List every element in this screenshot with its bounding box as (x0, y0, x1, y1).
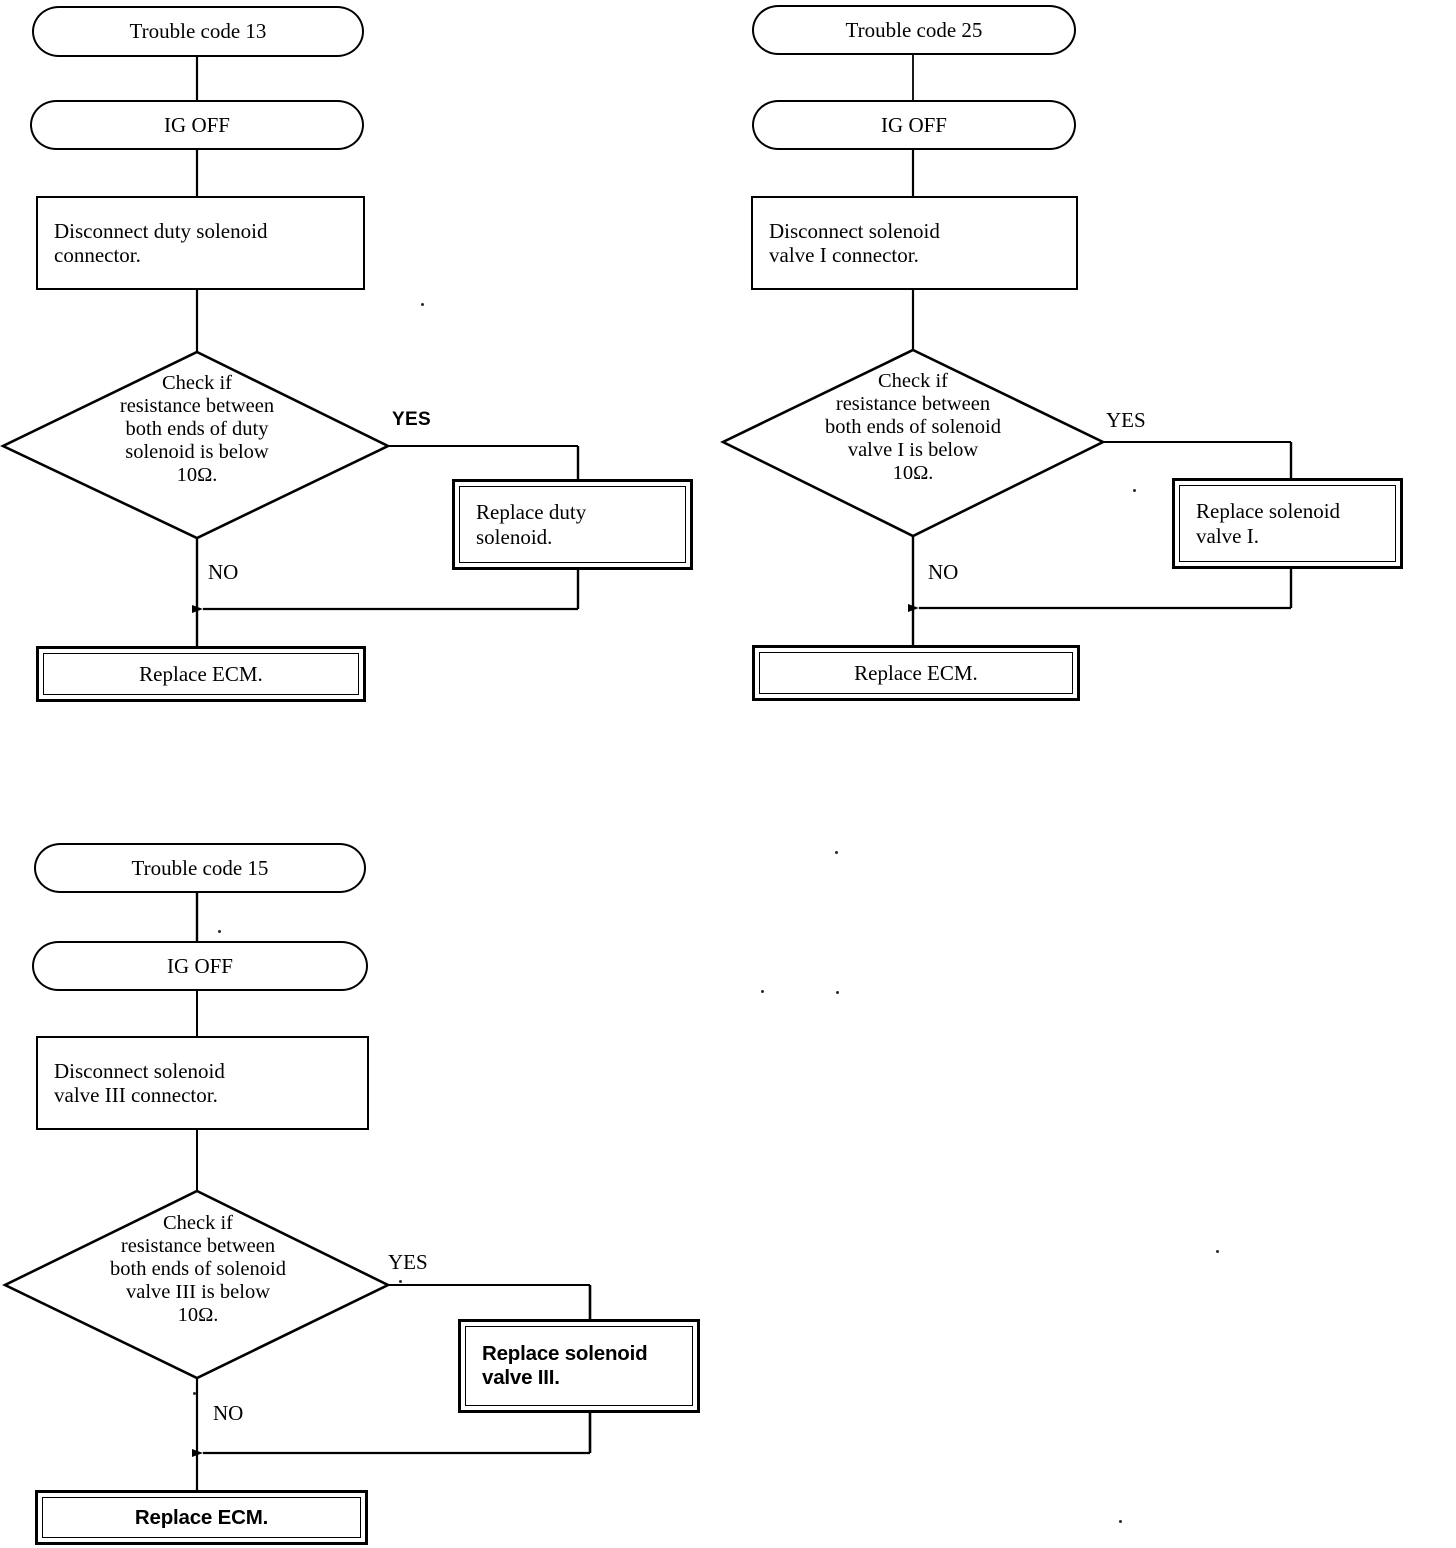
ig-off-node-1[interactable]: IG OFF (30, 100, 364, 150)
action-node-disconnect-duty-solenoid[interactable]: Disconnect duty solenoid connector. (36, 196, 365, 290)
result-node-replace-ecm-3[interactable]: Replace ECM. (35, 1490, 368, 1545)
result-node-replace-duty-solenoid[interactable]: Replace duty solenoid. (452, 479, 693, 570)
result-node-inner-frame: Replace ECM. (759, 652, 1073, 694)
scan-speck (836, 991, 839, 994)
ig-off-node-2[interactable]: IG OFF (752, 100, 1076, 150)
action-node-disconnect-solenoid-valve-3[interactable]: Disconnect solenoid valve III connector. (36, 1036, 369, 1130)
yes-branch-label-2: YES (1106, 408, 1146, 432)
scan-speck (218, 930, 221, 933)
no-branch-label-2: NO (928, 560, 959, 584)
result-node-replace-ecm-1[interactable]: Replace ECM. (36, 646, 366, 702)
scan-speck (399, 1280, 402, 1283)
result-node-label: Replace ECM. (134, 1505, 269, 1529)
result-node-replace-solenoid-valve-1[interactable]: Replace solenoid valve I. (1172, 478, 1403, 569)
start-node-trouble-code-13[interactable]: Trouble code 13 (32, 6, 364, 57)
yes-branch-label-3: YES (388, 1250, 428, 1274)
action-node-label: Disconnect duty solenoid connector. (54, 218, 268, 267)
scan-speck (1119, 1520, 1122, 1523)
yes-branch-label-1: YES (392, 409, 431, 430)
result-node-replace-solenoid-valve-3[interactable]: Replace solenoid valve III. (458, 1319, 700, 1413)
start-node-label: Trouble code 25 (845, 17, 983, 42)
start-node-trouble-code-15[interactable]: Trouble code 15 (34, 843, 366, 893)
ig-off-label: IG OFF (881, 112, 947, 137)
result-node-inner-frame: Replace solenoid valve III. (465, 1326, 693, 1406)
action-node-label: Disconnect solenoid valve I connector. (769, 218, 940, 267)
start-node-trouble-code-25[interactable]: Trouble code 25 (752, 5, 1076, 55)
result-node-inner-frame: Replace ECM. (42, 1497, 361, 1538)
result-node-inner-frame: Replace solenoid valve I. (1179, 485, 1396, 562)
ig-off-label: IG OFF (164, 112, 230, 137)
no-branch-label-3: NO (213, 1401, 244, 1425)
no-branch-label-1: NO (208, 560, 239, 584)
scan-speck (761, 990, 764, 993)
ig-off-node-3[interactable]: IG OFF (32, 941, 368, 991)
result-node-inner-frame: Replace ECM. (43, 653, 359, 695)
decision-node-label-3: Check if resistance between both ends of… (110, 1212, 286, 1326)
action-node-disconnect-solenoid-valve-1[interactable]: Disconnect solenoid valve I connector. (751, 196, 1078, 290)
scan-speck (1216, 1250, 1219, 1253)
start-node-label: Trouble code 15 (131, 855, 269, 880)
result-node-replace-ecm-2[interactable]: Replace ECM. (752, 645, 1080, 701)
start-node-label: Trouble code 13 (129, 19, 267, 44)
result-node-label: Replace solenoid valve I. (1196, 499, 1341, 548)
scan-speck (421, 303, 424, 306)
ig-off-label: IG OFF (167, 953, 233, 978)
decision-node-label-2: Check if resistance between both ends of… (825, 370, 1001, 484)
result-node-label: Replace duty solenoid. (476, 500, 587, 549)
decision-node-label-1: Check if resistance between both ends of… (119, 372, 275, 486)
result-node-inner-frame: Replace duty solenoid. (459, 486, 686, 563)
action-node-label: Disconnect solenoid valve III connector. (54, 1058, 225, 1107)
result-node-label: Replace ECM. (139, 661, 263, 686)
scan-speck (1133, 489, 1136, 492)
scan-speck (835, 851, 838, 854)
scan-speck (193, 1392, 196, 1395)
result-node-label: Replace ECM. (854, 660, 978, 685)
result-node-label: Replace solenoid valve III. (482, 1342, 648, 1389)
